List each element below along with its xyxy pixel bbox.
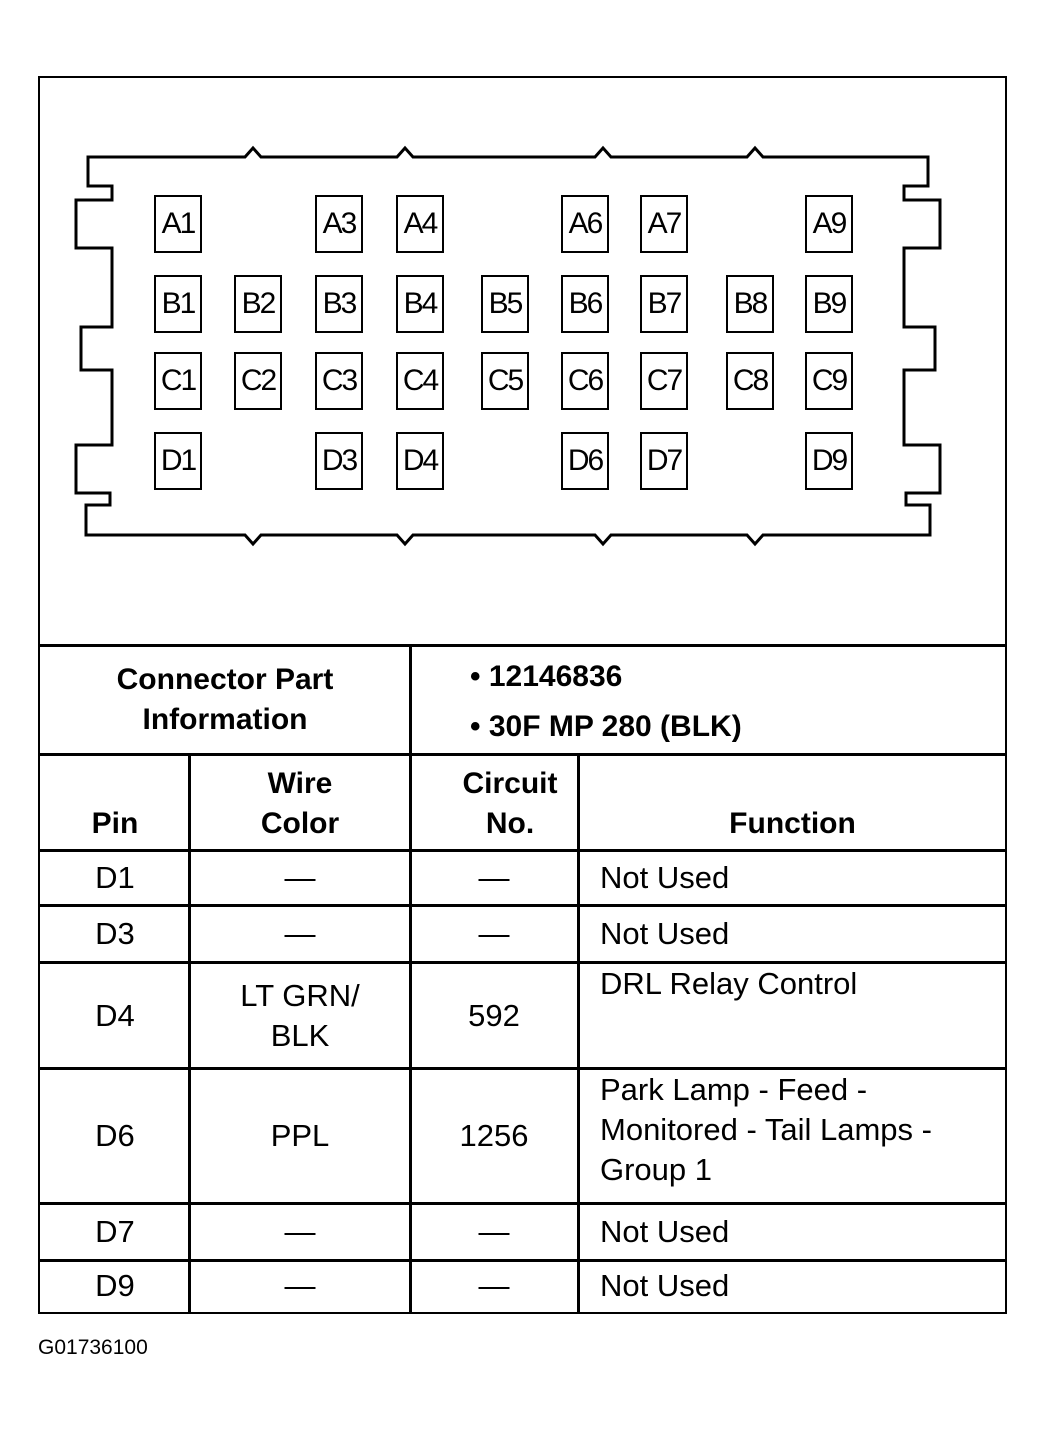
pin-C8: C8 xyxy=(726,352,774,410)
pin-B7: B7 xyxy=(640,275,688,333)
pin-A4: A4 xyxy=(396,195,444,253)
pin-C1: C1 xyxy=(154,352,202,410)
row-pin: D6 xyxy=(95,1118,135,1153)
pin-C9: C9 xyxy=(805,352,853,410)
part-number: • 12146836 xyxy=(470,660,623,693)
part-info-label-line: Connector Part xyxy=(116,663,334,696)
pin-A1: A1 xyxy=(154,195,202,253)
pin-D3: D3 xyxy=(315,432,363,490)
row-pin: D1 xyxy=(95,860,135,895)
row-wire: — xyxy=(284,1268,316,1303)
pin-B3: B3 xyxy=(315,275,363,333)
pin-B4: B4 xyxy=(396,275,444,333)
figure-code: G01736100 xyxy=(38,1336,148,1359)
row-circuit: — xyxy=(478,1214,510,1249)
header-text: Circuit xyxy=(462,767,558,800)
header-text: No. xyxy=(485,807,535,840)
row-wire: — xyxy=(284,860,316,895)
part-info-label: Connector Part Information xyxy=(40,647,410,753)
pin-C6: C6 xyxy=(561,352,609,410)
pin-A6: A6 xyxy=(561,195,609,253)
part-info-values: • 12146836 • 30F MP 280 (BLK) xyxy=(470,652,742,752)
row-pin: D3 xyxy=(95,916,135,951)
row-pin: D4 xyxy=(95,997,135,1033)
pin-B5: B5 xyxy=(481,275,529,333)
pin-B2: B2 xyxy=(234,275,282,333)
pin-A7: A7 xyxy=(640,195,688,253)
pin-C2: C2 xyxy=(234,352,282,410)
pin-C3: C3 xyxy=(315,352,363,410)
part-description: • 30F MP 280 (BLK) xyxy=(470,710,742,743)
row-pin: D7 xyxy=(95,1214,135,1249)
row-pin: D9 xyxy=(95,1268,135,1303)
pin-A9: A9 xyxy=(805,195,853,253)
pin-C7: C7 xyxy=(640,352,688,410)
header-text: Color xyxy=(260,807,340,840)
pin-D6: D6 xyxy=(561,432,609,490)
row-wire: — xyxy=(284,916,316,951)
pin-D7: D7 xyxy=(640,432,688,490)
row-function: Not Used xyxy=(600,916,730,951)
row-wire: LT GRN/ BLK xyxy=(240,977,360,1053)
pin-D4: D4 xyxy=(396,432,444,490)
row-function: Not Used xyxy=(600,1268,730,1303)
row-wire: — xyxy=(284,1214,316,1249)
row-circuit: 1256 xyxy=(459,1118,529,1153)
pin-A3: A3 xyxy=(315,195,363,253)
pin-B1: B1 xyxy=(154,275,202,333)
row-function: Not Used xyxy=(600,860,730,895)
pin-C5: C5 xyxy=(481,352,529,410)
pin-D1: D1 xyxy=(154,432,202,490)
pin-B9: B9 xyxy=(805,275,853,333)
pin-C4: C4 xyxy=(396,352,444,410)
pin-B8: B8 xyxy=(726,275,774,333)
pin-D9: D9 xyxy=(805,432,853,490)
header-text: Wire xyxy=(267,767,333,800)
part-info-label-line: Information xyxy=(142,703,308,736)
row-function: Not Used xyxy=(600,1214,730,1249)
header-function: Function xyxy=(729,807,856,840)
row-circuit: 592 xyxy=(468,997,520,1033)
diagram-frame xyxy=(38,76,1007,1314)
header-pin: Pin xyxy=(91,807,139,840)
connector-outline xyxy=(74,145,942,547)
row-function: Park Lamp - Feed - Monitored - Tail Lamp… xyxy=(600,1072,932,1187)
pin-B6: B6 xyxy=(561,275,609,333)
row-circuit: — xyxy=(478,916,510,951)
row-circuit: — xyxy=(478,1268,510,1303)
row-wire: PPL xyxy=(270,1118,330,1153)
row-function: DRL Relay Control xyxy=(600,966,858,1001)
row-circuit: — xyxy=(478,860,510,895)
